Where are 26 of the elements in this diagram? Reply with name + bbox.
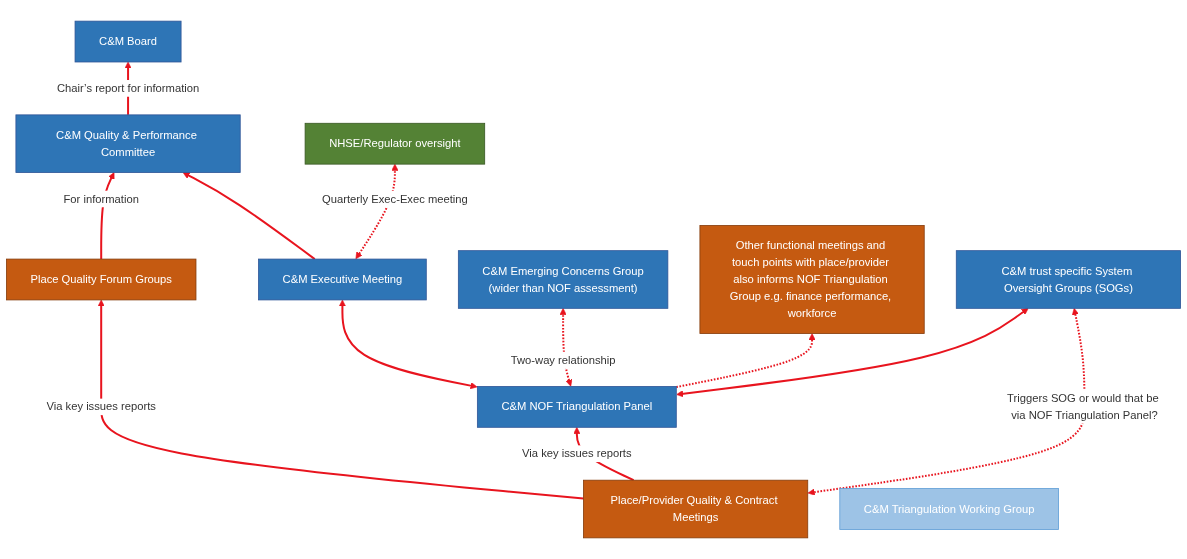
node-box: C&M Triangulation Working Group [839,488,1059,530]
node-box: C&M trust specific System Oversight Groups (SOGs) [955,250,1181,309]
edge-label: Quarterly Exec-Exec meeting [321,192,468,205]
arrow [182,172,316,261]
node-box: C&M Executive Meeting [258,258,427,301]
edge-label: Chair’s report for information [56,81,200,95]
node-box: Other functional meetings and touch points with place/provider also informs NOF Triangulation Group e.g. finance performance, workforce [699,225,925,334]
arrow [807,308,1086,496]
edge-label: Triggers SOG or would that be via NOF Triangulation Panel? [1007,391,1159,422]
arrow [675,333,816,389]
node-box: Place/Provider Quality & Contract Meetings [583,479,809,539]
node-box: C&M Quality & Performance Committee [15,114,241,173]
arrow [355,163,399,260]
node-box: C&M NOF Triangulation Panel [476,386,677,428]
edge-label: Via key issues reports [46,400,156,413]
edge-label: Two-way relationship [510,353,616,367]
node-box: Place Quality Forum Groups [6,258,197,301]
arrow [559,308,573,387]
node-box: NHSE/Regulator oversight [304,122,486,165]
arrow [338,299,478,390]
arrow [97,299,585,500]
edge-label: For information [63,192,139,205]
node-box: C&M Board [74,20,182,63]
node-box: C&M Emerging Concerns Group (wider than NOF assessment) [457,250,669,309]
edge-label: Via key issues reports [522,446,632,460]
arrow [676,308,1029,398]
